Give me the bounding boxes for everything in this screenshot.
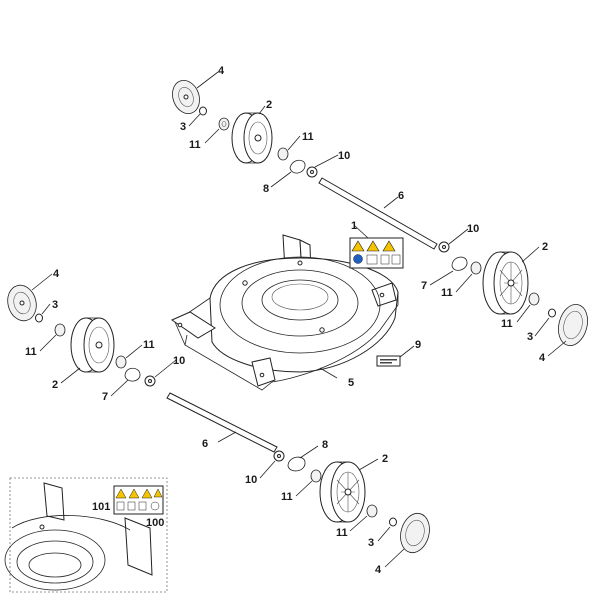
callout-rear-wheel-top: 2	[266, 99, 272, 111]
callout-left-clip: 7	[102, 391, 108, 403]
callout-right-bearing: 11	[441, 287, 453, 299]
callout-plate: 9	[415, 339, 421, 351]
callout-right-washer: 10	[467, 223, 479, 235]
callout-rear-clip-top: 8	[263, 183, 269, 195]
callout-front-clip: 8	[322, 439, 328, 451]
rear-axle	[318, 177, 438, 250]
callout-left-bearing: 11	[25, 346, 37, 358]
callout-right-hubcap: 4	[539, 352, 546, 364]
callout-label-set: 1	[351, 220, 357, 232]
callout-rear-cap-screw-top: 3	[180, 121, 186, 133]
callout-front-bearing-b: 11	[336, 527, 348, 539]
callout-left-cap-screw: 3	[52, 299, 58, 311]
callout-right-wheel: 2	[542, 241, 548, 253]
callout-left-washer: 10	[173, 355, 185, 367]
callout-front-bearing: 11	[281, 491, 293, 503]
callout-rear-bearing-top: 11	[189, 139, 201, 151]
callout-left-wheel: 2	[52, 379, 58, 391]
front-axle	[166, 392, 278, 453]
callout-numbers: 4 3 11 2 11 8 10 6 1 10 2 7 11 11 3 4 4 …	[25, 65, 548, 576]
identification-plate	[376, 355, 401, 367]
callout-rear-washer-top: 10	[338, 150, 350, 162]
inset-detail	[4, 477, 168, 593]
leader-lines	[31, 71, 567, 568]
callout-front-wheel: 2	[382, 453, 388, 465]
callout-front-washer: 10	[245, 474, 257, 486]
callout-rear-hubcap-top: 4	[218, 65, 225, 77]
callout-right-cap-screw: 3	[527, 331, 533, 343]
callout-front-hubcap: 4	[375, 564, 382, 576]
callout-inset-100: 100	[146, 517, 164, 529]
callout-rear-bearing-top-b: 11	[302, 131, 314, 143]
callout-front-cap-screw: 3	[368, 537, 374, 549]
warning-label-set	[349, 237, 404, 269]
callout-left-hubcap: 4	[53, 268, 60, 280]
callout-inset-101: 101	[92, 501, 110, 513]
front-left-wheel-group	[7, 284, 156, 387]
callout-left-bearing-b: 11	[143, 339, 155, 351]
callout-front-axle: 6	[202, 438, 208, 450]
callout-deck: 5	[348, 377, 354, 389]
mower-deck	[170, 234, 399, 391]
rear-right-wheel-group	[438, 241, 588, 347]
callout-right-clip: 7	[421, 280, 427, 292]
callout-rear-axle: 6	[398, 190, 404, 202]
rear-left-wheel-group	[172, 80, 318, 178]
callout-right-bearing-b: 11	[501, 318, 513, 330]
front-right-wheel-group	[273, 450, 430, 554]
